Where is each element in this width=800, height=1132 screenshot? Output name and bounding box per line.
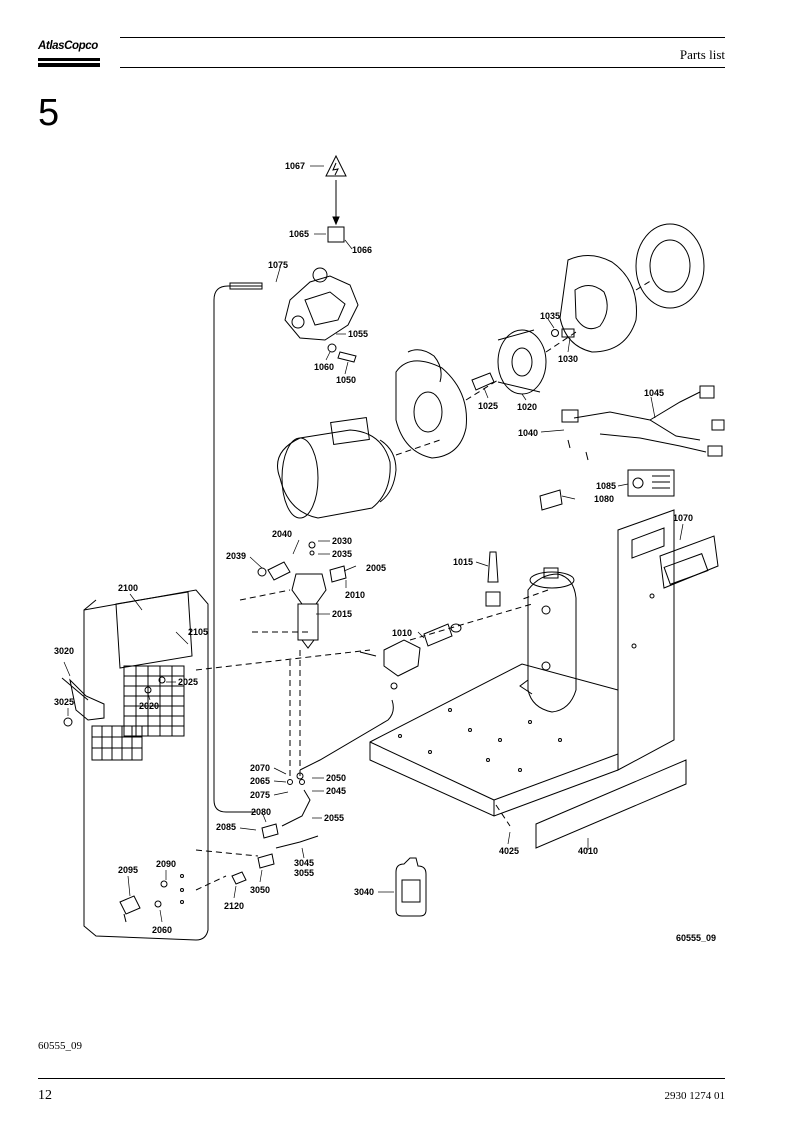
callout-2085: 2085 [216,822,236,832]
motor-terminal-box [330,417,370,445]
oil-bottle [395,857,427,917]
callout-1040: 1040 [518,428,538,438]
section-number: 5 [38,92,60,134]
logo-bar [38,63,100,67]
drain-tube [213,285,262,813]
document-number: 2930 1274 01 [664,1090,726,1102]
callout-2035: 2035 [332,549,352,559]
ball-valve [69,678,105,721]
callout-1050: 1050 [336,375,356,385]
callout-1045: 1045 [644,388,664,398]
inlet-manifold [383,639,421,677]
small-label-plate [539,489,563,511]
callout-3050: 3050 [250,885,270,895]
callout-1025: 1025 [478,401,498,411]
callout-2095: 2095 [118,865,138,875]
pressure-regulator-valve [284,275,359,341]
atlas-copco-logo: AtlasCopco [38,36,100,70]
header-rule [120,67,725,68]
callout-4010: 4010 [578,846,598,856]
callout-2025: 2025 [178,677,198,687]
callout-1060: 1060 [314,362,334,372]
drain-valve [119,895,141,915]
callout-1055: 1055 [348,329,368,339]
fan-ring [635,223,705,309]
callout-2039: 2039 [226,551,246,561]
callout-2040: 2040 [272,529,292,539]
dryer-vessel [527,573,577,713]
callout-labels: 1067 1065 1066 1075 1055 1060 1050 1035 … [54,161,716,943]
callout-2020: 2020 [139,701,159,711]
callout-2075: 2075 [250,790,270,800]
callout-1070: 1070 [673,513,693,523]
callout-1020: 1020 [517,402,537,412]
motor-body [277,429,391,519]
callout-2050: 2050 [326,773,346,783]
data-plate [627,469,675,497]
callout-1066: 1066 [352,245,372,255]
callout-2030: 2030 [332,536,352,546]
vent-grille [123,665,185,737]
side-panel [617,509,675,771]
callout-2120: 2120 [224,901,244,911]
callout-1030: 1030 [558,354,578,364]
callout-2105: 2105 [188,627,208,637]
callout-1015: 1015 [453,557,473,567]
front-cover-panel [83,589,209,941]
filter-head [291,573,327,605]
callout-2100: 2100 [118,583,138,593]
callout-3025: 3025 [54,697,74,707]
callout-3040: 3040 [354,887,374,897]
page-number: 12 [38,1088,52,1103]
callout-3045: 3045 [294,858,314,868]
callout-2090: 2090 [156,859,176,869]
brand-wordmark: AtlasCopco [38,40,98,52]
lightning-glyph-icon [332,162,339,176]
base-frame [369,663,619,817]
fan-impeller [497,329,547,395]
vent-grille [91,725,143,761]
figure-reference: 60555_09 [38,1040,82,1052]
fan-scroll [395,360,467,459]
solenoid-coil [327,226,345,243]
callout-1010: 1010 [392,628,412,638]
callout-2080: 2080 [251,807,271,817]
callout-3055: 3055 [294,868,314,878]
drawing-linework [61,154,725,941]
header-rule [120,37,725,38]
callout-1067: 1067 [285,161,305,171]
callout-2005: 2005 [366,563,386,573]
wiring-harness [573,391,707,453]
controller-display [659,535,719,589]
callout-3020: 3020 [54,646,74,656]
logo-bar [38,58,100,61]
callout-2070: 2070 [250,763,270,773]
callout-2045: 2045 [326,786,346,796]
callout-1075: 1075 [268,260,288,270]
callout-2010: 2010 [345,590,365,600]
exploded-parts-drawing: 1067 1065 1066 1075 1055 1060 1050 1035 … [54,154,725,943]
supply-hose [299,699,394,771]
warning-sign-icon [325,154,347,177]
footer-rule [38,1078,725,1079]
callout-2015: 2015 [332,609,352,619]
callout-1065: 1065 [289,229,309,239]
callout-1085: 1085 [596,481,616,491]
callout-2065: 2065 [250,776,270,786]
callout-2060: 2060 [152,925,172,935]
fan-housing [559,255,637,353]
header-title: Parts list [679,47,725,62]
skid-cover [535,759,687,849]
cover-recess [115,591,193,669]
callout-1080: 1080 [594,494,614,504]
filter-bowl [297,603,319,641]
callout-1035: 1035 [540,311,560,321]
drawing-reference: 60555_09 [676,933,716,943]
callout-4025: 4025 [499,846,519,856]
callout-2055: 2055 [324,813,344,823]
